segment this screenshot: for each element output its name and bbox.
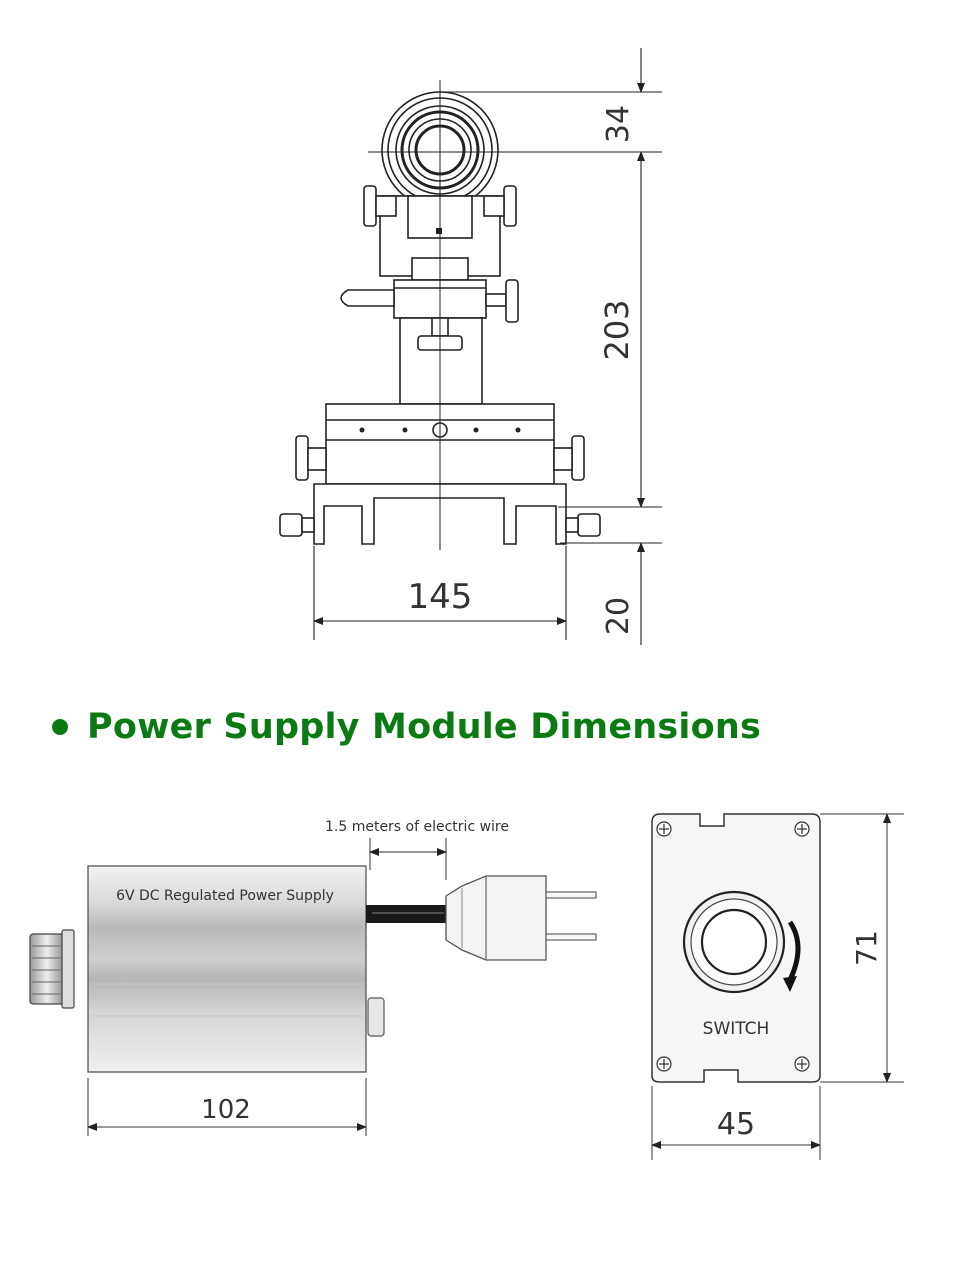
dim-45-label: 45 xyxy=(717,1107,755,1142)
dim-203-label: 203 xyxy=(598,299,636,360)
dim-102-label: 102 xyxy=(201,1095,251,1125)
microscope-drawing xyxy=(279,80,601,550)
power-supply-dimensions xyxy=(87,838,447,1136)
switch-box-drawing xyxy=(651,813,821,1083)
dim-34-label: 34 xyxy=(601,105,636,143)
power-supply-drawing xyxy=(29,865,597,1073)
switch-box-dimensions xyxy=(651,813,904,1160)
dim-145-label: 145 xyxy=(408,577,473,617)
section-title: Power Supply Module Dimensions xyxy=(87,707,762,747)
dim-71-label: 71 xyxy=(850,930,883,966)
section-heading: Power Supply Module Dimensions xyxy=(52,702,761,752)
wire-length-label: 1.5 meters of electric wire xyxy=(325,819,509,835)
microscope-dimensions xyxy=(313,48,662,645)
bullet-icon xyxy=(52,719,68,735)
dim-20-label: 20 xyxy=(601,597,636,635)
switch-label: SWITCH xyxy=(703,1019,770,1039)
power-supply-label: 6V DC Regulated Power Supply xyxy=(116,888,334,904)
